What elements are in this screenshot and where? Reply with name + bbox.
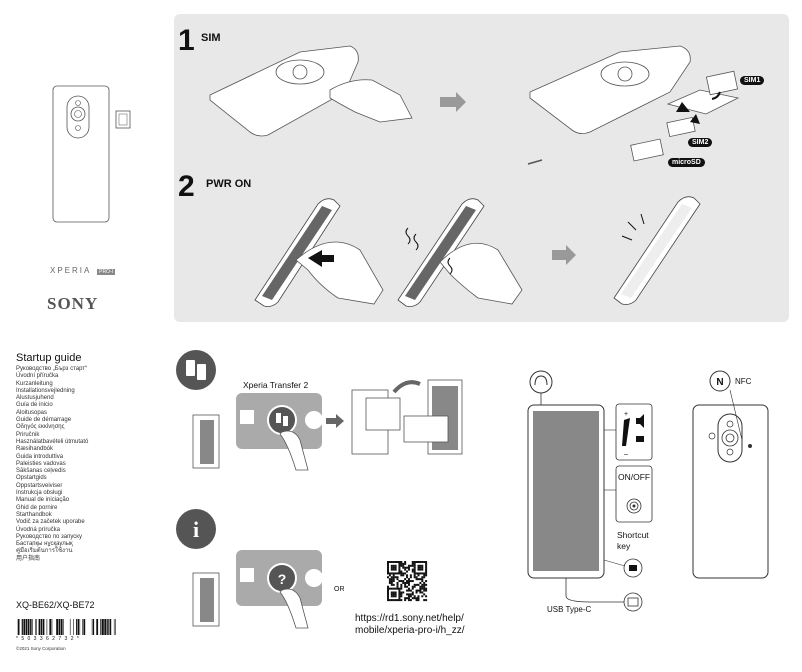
language-item: Guide de démarrage bbox=[16, 417, 72, 424]
language-item: Priručnik bbox=[16, 431, 40, 438]
language-item: Installationsvejledning bbox=[16, 387, 75, 394]
language-item: Starthandbok bbox=[16, 511, 52, 518]
xperia-logo: XPERIA PRO-I bbox=[50, 266, 116, 275]
step-2-number: 2 bbox=[178, 170, 195, 203]
language-item: Ræsihandbók bbox=[16, 446, 54, 453]
product-name: XPERIA bbox=[50, 266, 91, 275]
step-2-label: PWR ON bbox=[206, 178, 252, 190]
sim2-label: SIM2 bbox=[688, 138, 713, 147]
language-item: Aloitusopas bbox=[16, 409, 48, 416]
language-item: Guida introduttiva bbox=[16, 453, 64, 460]
language-item: Instrukcja obsługi bbox=[16, 490, 63, 497]
language-item: Руководство по запуску bbox=[16, 533, 82, 540]
copyright: ©2021 Sony Corporation bbox=[16, 646, 66, 651]
sim1-label: SIM1 bbox=[740, 76, 765, 85]
language-item: Úvodná príručka bbox=[16, 526, 61, 533]
svg-text:+: + bbox=[624, 411, 628, 418]
svg-text:N: N bbox=[716, 377, 723, 388]
language-item: Οδηγός εκκίνησης bbox=[16, 424, 65, 431]
help-url-line-2[interactable]: mobile/xperia-pro-i/h_zz/ bbox=[355, 625, 465, 636]
step-1-label: SIM bbox=[201, 32, 221, 44]
language-item: Úvodní příručka bbox=[16, 373, 59, 380]
language-item: Kurzanleitung bbox=[16, 380, 53, 387]
usb-label: USB Type-C bbox=[547, 605, 592, 614]
help-url-line-1[interactable]: https://rd1.sony.net/help/ bbox=[355, 613, 464, 624]
language-item: Oppstartsveiviser bbox=[16, 482, 63, 489]
svg-text:–: – bbox=[624, 451, 628, 458]
step-1-number: 1 bbox=[178, 24, 195, 57]
language-item: Manual de iniciação bbox=[16, 497, 70, 504]
transfer-title: Xperia Transfer 2 bbox=[243, 380, 309, 390]
language-item: Руководство „Бърз старт“ bbox=[16, 366, 88, 372]
language-item: คู่มือเริ่มต้นการใช้งาน bbox=[16, 548, 73, 555]
language-item: Guía de inicio bbox=[16, 402, 53, 409]
language-item: Opstartgids bbox=[16, 475, 47, 482]
on-off-label: ON/OFF bbox=[618, 472, 651, 482]
language-item: Ghid de pornire bbox=[16, 504, 58, 511]
language-item: Vodič za začetek uporabe bbox=[16, 519, 85, 526]
svg-text:?: ? bbox=[278, 571, 287, 587]
or-text: OR bbox=[334, 586, 345, 593]
nfc-label: NFC bbox=[735, 377, 752, 386]
shortcut-label-line-2: key bbox=[617, 541, 631, 551]
language-item: Alustusjuhend bbox=[16, 395, 54, 402]
language-item: Paleisties vadovas bbox=[16, 460, 66, 467]
language-item: 用户指南 bbox=[16, 555, 41, 562]
sony-logo: SONY bbox=[47, 294, 99, 313]
svg-text:i: i bbox=[193, 517, 199, 542]
model-number: XQ-BE62/XQ-BE72 bbox=[16, 600, 95, 610]
language-item: Használatbavételi útmutató bbox=[16, 438, 89, 445]
barcode-digits: * 5 0 3 3 6 2 7 3 2 * bbox=[16, 636, 80, 642]
language-item: Sākšanas ceļvedis bbox=[16, 468, 66, 475]
startup-guide-title: Startup guide bbox=[16, 352, 82, 364]
language-item: Бастапқы нұсқаулық bbox=[16, 541, 73, 548]
microsd-label: microSD bbox=[668, 158, 705, 167]
shortcut-label-line-1: Shortcut bbox=[617, 530, 649, 540]
product-badge: PRO-I bbox=[97, 269, 116, 275]
barcode bbox=[17, 619, 116, 635]
qr-code bbox=[387, 561, 428, 602]
